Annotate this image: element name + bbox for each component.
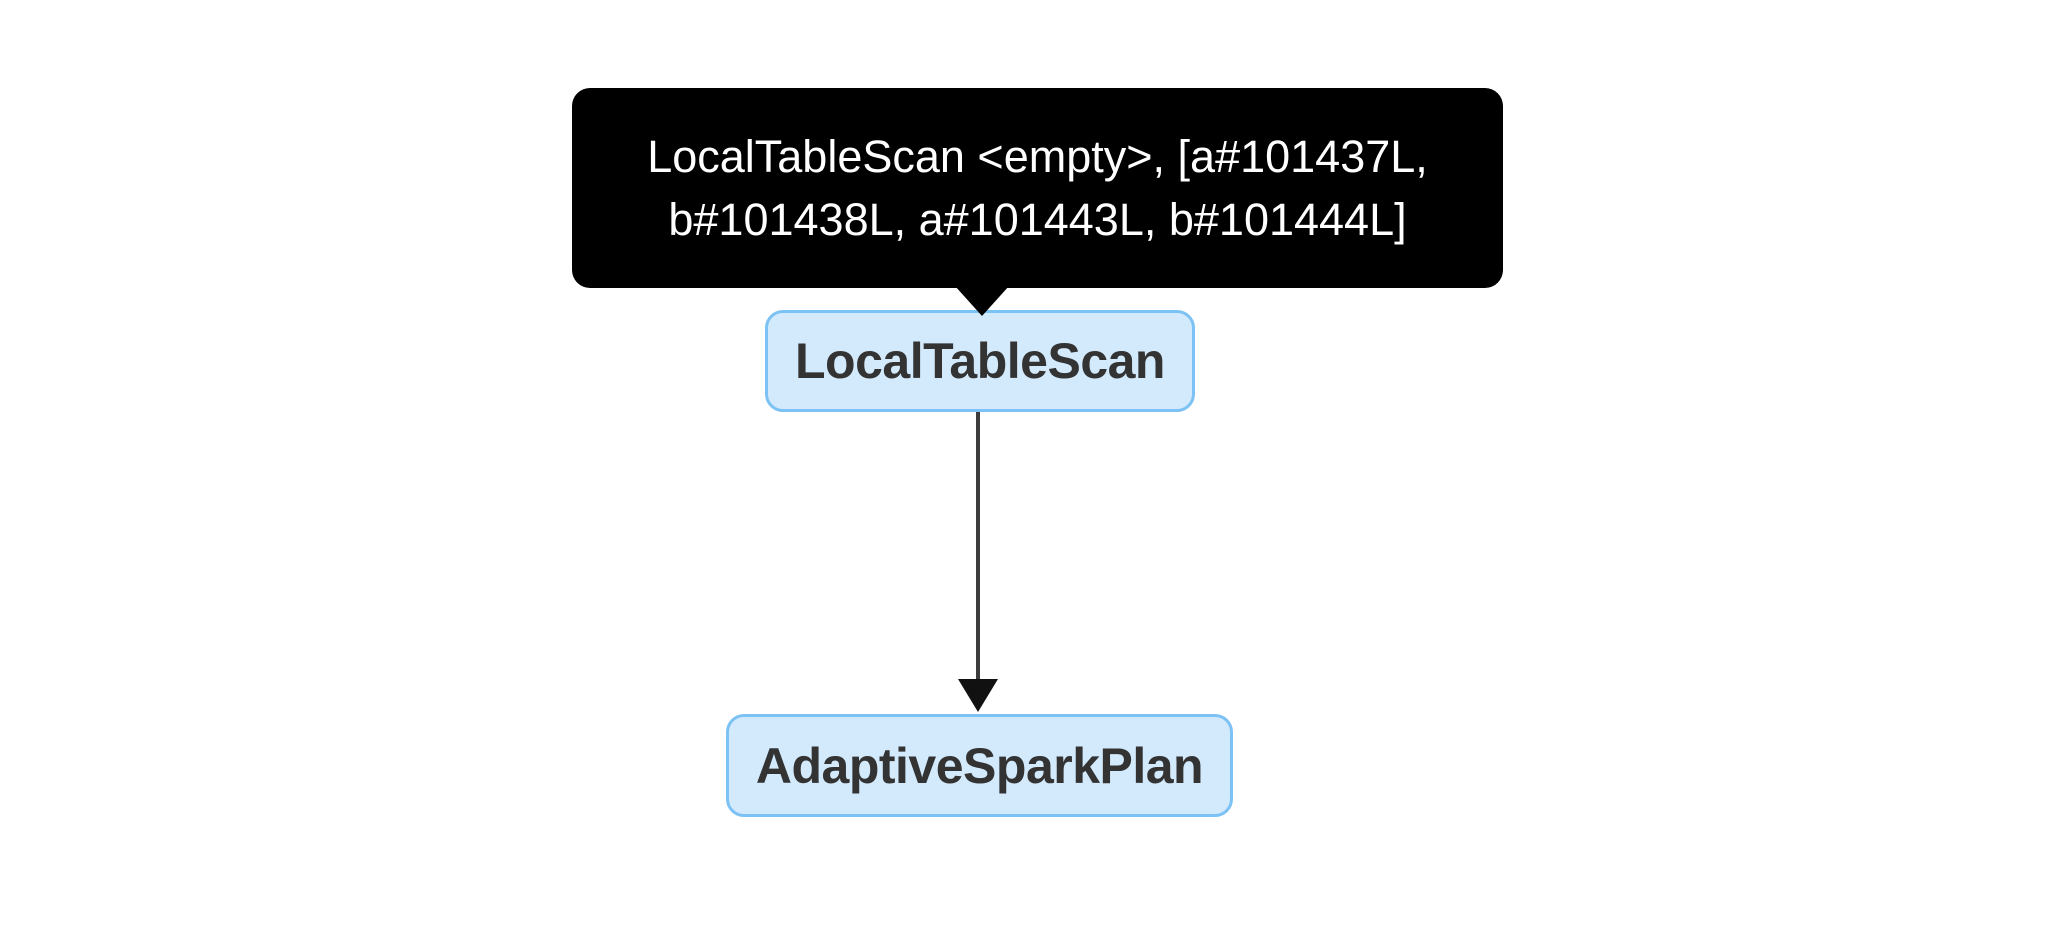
plan-node-localtablescan-label: LocalTableScan (795, 333, 1165, 389)
node-tooltip: LocalTableScan <empty>, [a#101437L, b#10… (572, 88, 1503, 288)
plan-node-localtablescan[interactable]: LocalTableScan (765, 310, 1195, 412)
tooltip-text-line-1: LocalTableScan <empty>, [a#101437L, (647, 131, 1428, 182)
tooltip-text-line-2: b#101438L, a#101443L, b#101444L] (668, 194, 1407, 245)
plan-node-adaptivesparkplan-label: AdaptiveSparkPlan (755, 737, 1204, 794)
arrowhead-icon (958, 679, 998, 712)
edge-line (976, 411, 980, 680)
plan-node-adaptivesparkplan[interactable]: AdaptiveSparkPlan (726, 714, 1233, 817)
tooltip-caret-icon (955, 286, 1009, 316)
